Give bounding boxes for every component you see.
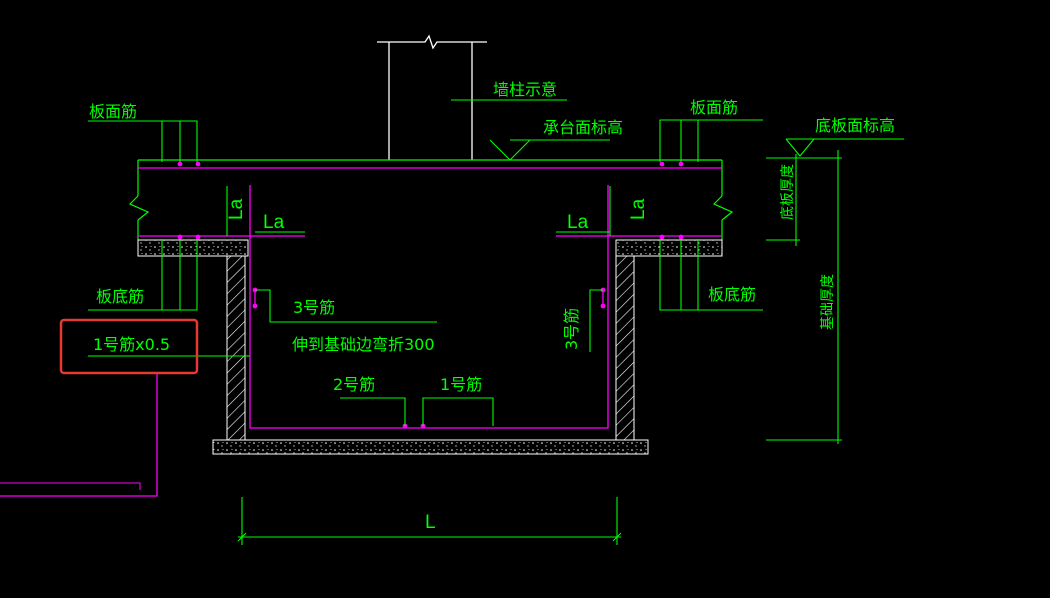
label-la-right-horizontal: La [567, 212, 589, 233]
slab-bottom-strip-left [137, 239, 249, 257]
label-bottom-slab-top-elevation: 底板面标高 [815, 116, 895, 135]
wall-column-symbol [377, 34, 487, 160]
label-wall-column: 墙柱示意 [493, 80, 557, 99]
brick-wall-left [226, 255, 246, 441]
highlight-leader-line [0, 373, 158, 497]
highlight-box[interactable] [59, 318, 199, 375]
label-slab-top-rebar-left: 板面筋 [89, 102, 137, 121]
foundation-bed [212, 439, 649, 455]
label-cap-top-elevation: 承台面标高 [543, 118, 623, 137]
label-rebar-1-half: 1号筋x0.5 [93, 335, 170, 354]
leader-lines [88, 99, 904, 545]
label-la-left-vertical: La [226, 198, 247, 220]
label-rebar-1: 1号筋 [440, 375, 482, 394]
slab-bottom-strip-right [615, 239, 723, 257]
label-span-l: L [425, 512, 436, 533]
brick-wall-right [615, 255, 635, 441]
label-slab-top-rebar-right: 板面筋 [690, 98, 738, 117]
label-rebar-3: 3号筋 [293, 298, 335, 317]
label-foundation-thickness: 基础厚度 [819, 274, 836, 330]
label-bottom-slab-thickness: 底板厚度 [780, 164, 796, 220]
label-slab-bottom-rebar-left: 板底筋 [96, 287, 144, 306]
rebar-lines [138, 167, 722, 429]
label-rebar-3-note: 伸到基础边弯折300 [292, 335, 435, 354]
label-rebar-2: 2号筋 [333, 375, 375, 394]
slab-outline [128, 159, 734, 240]
label-rebar-3-vertical: 3号筋 [562, 308, 581, 350]
label-slab-bottom-rebar-right: 板底筋 [708, 285, 756, 304]
label-la-right-vertical: La [628, 198, 649, 220]
highlight-leader-inner [0, 482, 141, 490]
label-la-left-horizontal: La [263, 212, 285, 233]
